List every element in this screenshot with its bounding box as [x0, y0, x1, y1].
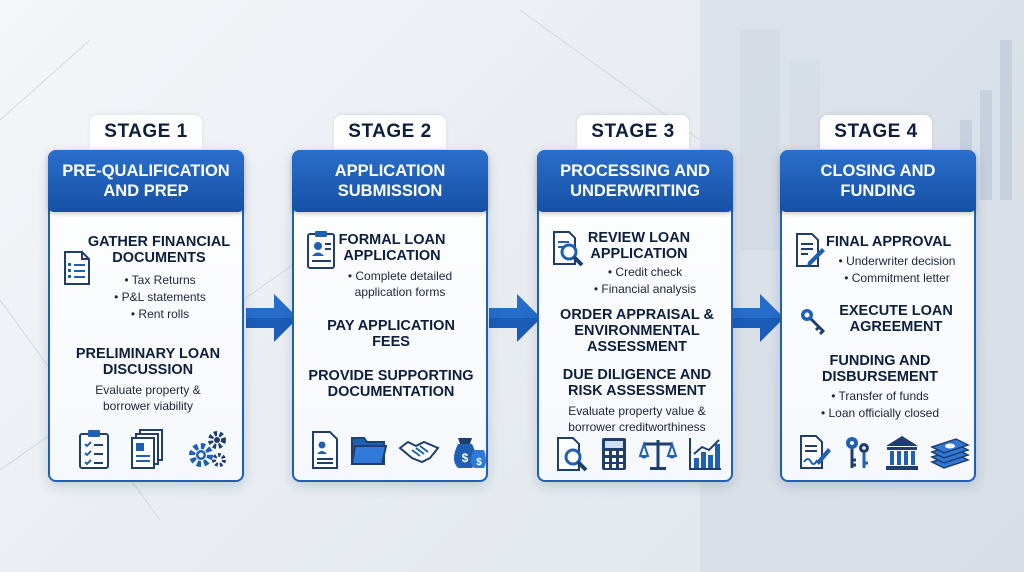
flow-arrow-3	[732, 294, 784, 342]
flow-arrow-1	[246, 294, 298, 342]
formal-loan-application-heading: FORMAL LOAN APPLICATION	[338, 232, 446, 264]
signed-document-icon	[800, 435, 831, 469]
stage-1-title: PRE-QUALIFICATION AND PREP	[48, 150, 244, 212]
stage-4-footer-icons	[798, 434, 970, 472]
keys-icon	[846, 437, 869, 468]
gears-icon	[189, 431, 226, 467]
money-bags-icon: $ $	[454, 438, 486, 468]
stage-1-footer-icons	[78, 428, 228, 470]
stage-3-tab: STAGE 3	[577, 115, 689, 149]
bullet-rent-rolls: • Rent rolls	[130, 307, 190, 321]
stage-4-tab: STAGE 4	[820, 115, 932, 149]
bullet-underwriter-decision: • Underwriter decision	[838, 254, 956, 268]
stage-1-tab: STAGE 1	[90, 115, 202, 149]
bullet-transfer-of-funds: • Transfer of funds	[831, 389, 929, 403]
id-document-icon	[312, 431, 338, 469]
clipboard-checklist-icon	[79, 430, 109, 469]
preliminary-loan-discussion-heading: PRELIMINARY LOAN DISCUSSION	[75, 346, 221, 378]
stage-3-card: PROCESSING AND UNDERWRITING REVIEW LOAN …	[537, 150, 733, 482]
bullet-loan-officially-closed: • Loan officially closed	[820, 406, 940, 420]
review-document-search-icon	[553, 231, 584, 267]
flow-arrow-2	[489, 294, 541, 342]
bank-icon	[886, 436, 918, 470]
review-loan-application-heading: REVIEW LOAN APPLICATION	[587, 230, 691, 262]
bar-chart-icon	[689, 438, 721, 470]
evaluate-property-value-text: Evaluate property value & borrower credi…	[568, 404, 706, 434]
folder-icon	[350, 437, 388, 465]
funding-and-disbursement-heading: FUNDING AND DISBURSEMENT	[821, 353, 938, 385]
due-diligence-risk-assessment-heading: DUE DILIGENCE AND RISK ASSESSMENT	[562, 367, 712, 399]
stage-2-tab: STAGE 2	[334, 115, 446, 149]
bullet-commitment-letter: • Commitment letter	[844, 271, 950, 285]
stage-3-title: PROCESSING AND UNDERWRITING	[537, 150, 733, 212]
bullet-pl-statements: • P&L statements	[114, 290, 206, 304]
bullet-tax-returns: • Tax Returns	[124, 273, 196, 287]
scales-icon	[639, 440, 677, 470]
id-form-icon	[307, 231, 335, 269]
final-approval-heading: FINAL APPROVAL	[826, 234, 952, 250]
cash-stack-icon	[930, 438, 970, 469]
bullet-credit-check: • Credit check	[607, 265, 683, 279]
approval-document-icon	[796, 233, 825, 267]
svg-text:$: $	[462, 451, 469, 465]
stage-2-footer-icons: $ $	[310, 430, 488, 470]
key-icon	[801, 309, 826, 336]
document-search-icon	[557, 437, 588, 472]
stage-3-footer-icons	[555, 436, 723, 472]
stage-1-card: PRE-QUALIFICATION AND PREP GATHER FINANC…	[48, 150, 244, 482]
stage-2-title: APPLICATION SUBMISSION	[292, 150, 488, 212]
svg-text:$: $	[476, 457, 482, 468]
stage-4-card: CLOSING AND FUNDING FINAL APPROVAL • Und…	[780, 150, 976, 482]
evaluate-property-borrower-text: Evaluate property & borrower viability	[95, 383, 201, 413]
execute-loan-agreement-heading: EXECUTE LOAN AGREEMENT	[839, 303, 953, 335]
provide-supporting-documentation-heading: PROVIDE SUPPORTING DOCUMENTATION	[308, 368, 474, 400]
stage-2-card: APPLICATION SUBMISSION FORMAL LOAN APPLI…	[292, 150, 488, 482]
order-appraisal-environmental-heading: ORDER APPRAISAL & ENVIRONMENTAL ASSESSME…	[560, 307, 714, 355]
checklist-document-icon	[64, 251, 90, 285]
bullet-complete-application-forms: • Complete detailed application forms	[347, 269, 453, 299]
handshake-icon	[398, 440, 440, 464]
documents-stack-icon	[131, 429, 163, 469]
bullet-financial-analysis: • Financial analysis	[593, 282, 697, 296]
gather-financial-documents-heading: GATHER FINANCIAL DOCUMENTS	[87, 234, 231, 266]
stage-4-title: CLOSING AND FUNDING	[780, 150, 976, 212]
pay-application-fees-heading: PAY APPLICATION FEES	[327, 318, 455, 350]
calculator-icon	[602, 438, 626, 470]
